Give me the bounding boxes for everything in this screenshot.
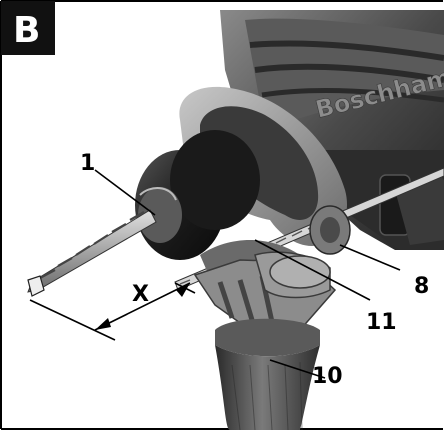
- auxiliary-handle: [193, 240, 337, 430]
- leader-lines: [94, 169, 401, 379]
- figure-badge-letter: B: [13, 10, 40, 51]
- callout-8: 8: [414, 274, 429, 299]
- callout-10: 10: [312, 364, 343, 389]
- clamping-screw: [309, 205, 351, 255]
- depth-dimension: X: [29, 282, 196, 341]
- drill-housing: Boschhammer: [220, 10, 444, 250]
- callout-1: 1: [80, 151, 95, 176]
- drill-bit: [27, 209, 157, 297]
- figure-badge: B: [1, 1, 55, 55]
- chuck: [135, 130, 260, 260]
- callout-11: 11: [366, 310, 397, 335]
- dimension-label-x: X: [132, 282, 149, 307]
